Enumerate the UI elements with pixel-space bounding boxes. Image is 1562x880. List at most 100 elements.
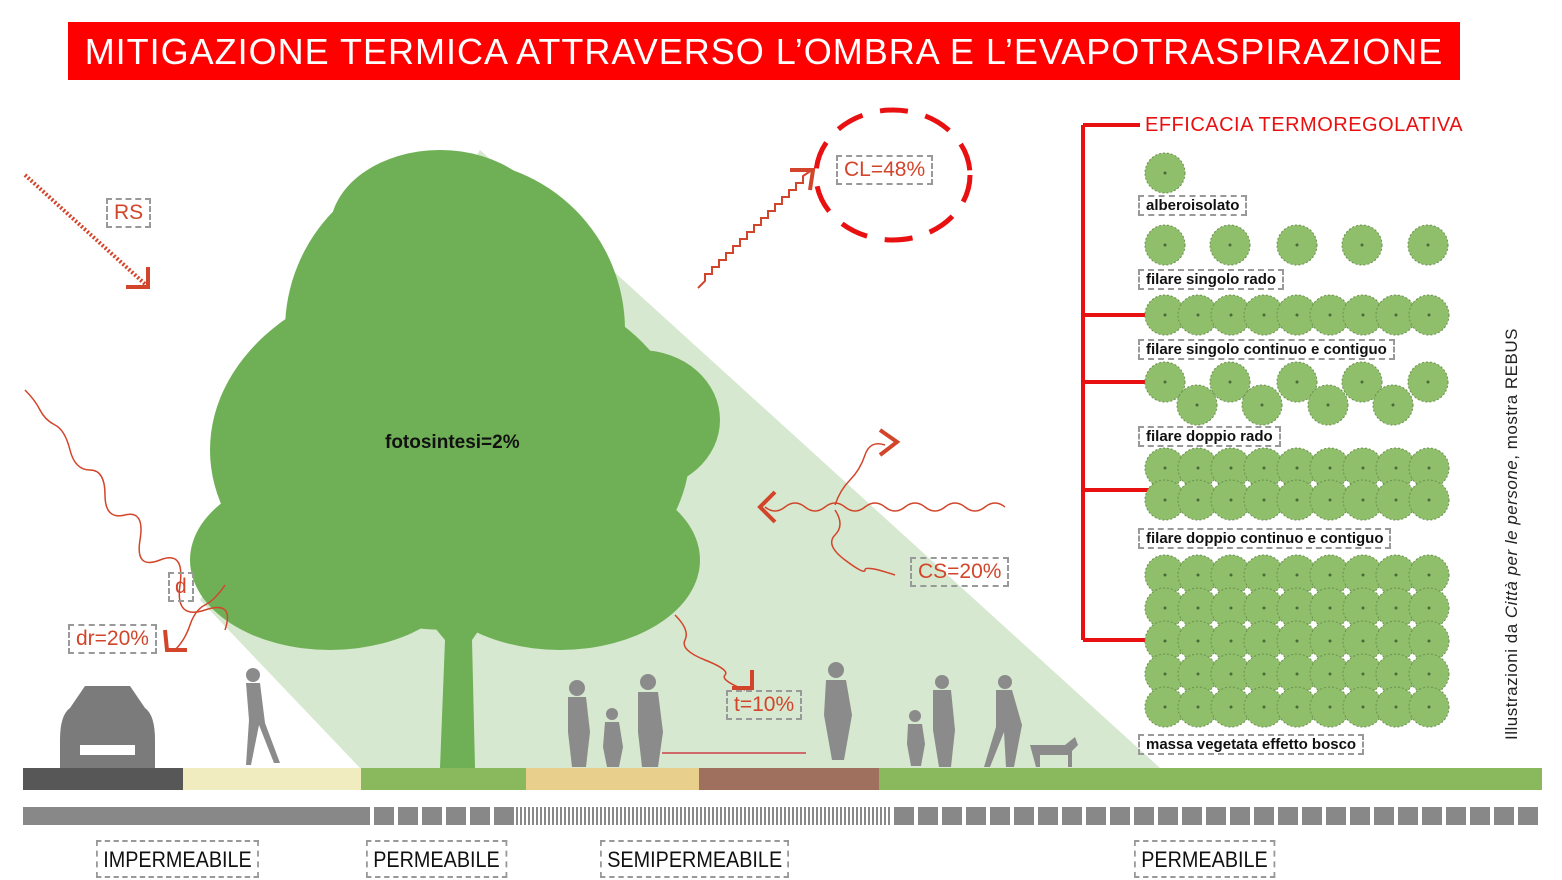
tree-center-dot [1361,672,1365,676]
tree-trunk [420,590,500,768]
semipermeable-stripe [532,807,534,825]
rs-label: RS [106,198,152,228]
semipermeable-stripe [596,807,598,825]
semipermeable-stripe [828,807,830,825]
semipermeable-stripe [836,807,838,825]
permeable-block [990,807,1010,825]
permeable-block [398,807,418,825]
tree-center-dot [1394,313,1398,317]
semipermeable-stripe [744,807,746,825]
tree-center-dot [1163,606,1167,610]
semipermeable-stripe [652,807,654,825]
tree-center-dot [1427,313,1431,317]
item-massa-vegetata: massa vegetata effetto bosco [1138,734,1365,755]
tree-center-dot [1196,705,1200,709]
tree-center-dot [1196,466,1200,470]
permeable-block [1254,807,1274,825]
tree-center-dot [1360,243,1364,247]
semipermeable-stripe [740,807,742,825]
tree-center-dot [1427,573,1431,577]
semipermeable-stripe [764,807,766,825]
semipermeable-stripe [644,807,646,825]
semipermeable-stripe [616,807,618,825]
permeable-block [1158,807,1178,825]
permeable-block [1518,807,1538,825]
tree-center-dot [1262,705,1266,709]
semipermeable-stripe [808,807,810,825]
tree-center-dot [1229,672,1233,676]
semipermeable-stripe [692,807,694,825]
semipermeable-stripe [800,807,802,825]
permeable-block [1278,807,1298,825]
tree-center-dot [1163,639,1167,643]
surface-permeabile: PERMEABILE [366,840,507,878]
tree-center-dot [1360,380,1364,384]
tree-center-dot [1328,705,1332,709]
item-filare-singolo-continuo: filare singolo continuo e contiguo [1138,339,1395,360]
semipermeable-stripe [844,807,846,825]
surface-strips [23,768,1542,790]
tree-center-dot [1328,573,1332,577]
semipermeable-stripe [704,807,706,825]
tree-center-dot [1361,498,1365,502]
semipermeable-stripe [632,807,634,825]
permeable-block [894,807,914,825]
tree-center-dot [1295,243,1299,247]
rs-arrow [23,173,150,289]
semipermeable-stripe [848,807,850,825]
dr-label: dr=20% [68,624,157,654]
semipermeable-stripe [752,807,754,825]
tree-center-dot [1229,639,1233,643]
semipermeable-stripe [544,807,546,825]
tree-center-dot [1196,498,1200,502]
permeable-block [1134,807,1154,825]
tree-center-dot [1229,606,1233,610]
tree-center-dot [1295,639,1299,643]
semipermeable-stripe [780,807,782,825]
semipermeable-stripe [864,807,866,825]
tree-center-dot [1228,380,1232,384]
tree-center-dot [1229,705,1233,709]
permeable-block [494,807,514,825]
semipermeable-stripe [528,807,530,825]
permeable-block [1110,807,1130,825]
tree-center-dot [1163,573,1167,577]
tree-center-dot [1163,243,1167,247]
tree-center-dot [1262,466,1266,470]
transmission-wave [674,614,754,691]
semipermeable-stripe [540,807,542,825]
image-credit: Illustrazioni da Città per le persone, m… [1502,328,1522,740]
semipermeable-stripe [604,807,606,825]
semipermeable-stripe [820,807,822,825]
tree-center-dot [1229,313,1233,317]
semipermeable-stripe [664,807,666,825]
cl-label: CL=48% [836,155,934,185]
permeable-block [1422,807,1442,825]
tree-center-dot [1260,403,1264,407]
tree-center-dot [1328,639,1332,643]
semipermeable-stripe [552,807,554,825]
semipermeable-stripe [556,807,558,825]
semipermeable-stripe [636,807,638,825]
semipermeable-stripe [884,807,886,825]
fotosintesi-label: fotosintesi=2% [385,432,520,453]
surface-semipermeabile: SEMIPERMEABILE [600,840,790,878]
semipermeable-stripe [548,807,550,825]
tree-center-dot [1328,466,1332,470]
semipermeable-stripe [880,807,882,825]
car-icon [60,686,155,768]
semipermeable-stripe [684,807,686,825]
tree-center-dot [1163,705,1167,709]
tree-center-dot [1326,403,1330,407]
semipermeable-stripe [668,807,670,825]
tree-center-dot [1427,705,1431,709]
semipermeable-stripe [572,807,574,825]
tree-center-dot [1295,672,1299,676]
tree-center-dot [1262,672,1266,676]
semipermeable-stripe [700,807,702,825]
permeable-block [1182,807,1202,825]
semipermeable-stripe [832,807,834,825]
tree-center-dot [1262,498,1266,502]
semipermeable-stripe [600,807,602,825]
tree-center-dot [1391,403,1395,407]
